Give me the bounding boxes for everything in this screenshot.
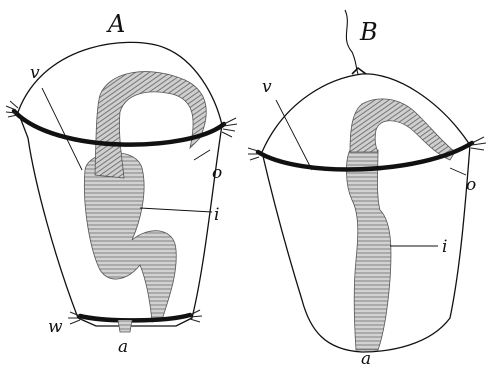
panel-a-o-leader bbox=[194, 150, 210, 160]
panel-b-o-leader bbox=[450, 168, 466, 175]
panel-a-v-leader bbox=[42, 88, 82, 170]
panel-b-stomach bbox=[346, 150, 391, 350]
panel-b-label-i: i bbox=[442, 237, 447, 257]
panel-a-label-o: o bbox=[212, 163, 222, 183]
panel-b-apical-point bbox=[352, 68, 366, 74]
panel-a-stomach bbox=[84, 153, 176, 322]
panel-a-label-v: v bbox=[30, 63, 40, 83]
panel-b-label-a: a bbox=[361, 349, 371, 368]
panel-a-label-w: w bbox=[48, 317, 63, 337]
panel-b-title: B bbox=[359, 18, 378, 46]
panel-a-i-leader bbox=[140, 208, 212, 212]
panel-b-cilia-left bbox=[248, 148, 259, 160]
panel-b: B v o i a bbox=[248, 10, 486, 368]
panel-a-label-i: i bbox=[214, 205, 219, 225]
panel-b-label-v: v bbox=[262, 77, 272, 97]
panel-a-ring-lower bbox=[80, 315, 190, 320]
panel-a-title: A bbox=[106, 10, 125, 38]
panel-a-anal-tube bbox=[118, 320, 132, 332]
panel-a-cilia-right bbox=[222, 118, 237, 137]
panel-b-label-o: o bbox=[466, 175, 476, 195]
panel-b-apical-tuft bbox=[345, 10, 358, 74]
panel-a-label-a: a bbox=[118, 337, 128, 357]
panel-a-intestine-loop bbox=[95, 72, 206, 178]
panel-a: A v o i w a bbox=[6, 10, 237, 357]
